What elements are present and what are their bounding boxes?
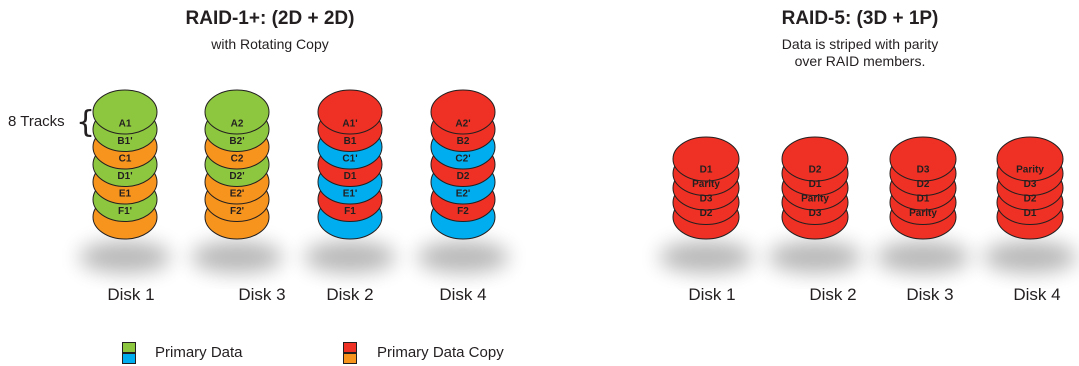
- raid1-disk-3-layer-label-3: C1': [342, 154, 357, 165]
- raid5-disk-4-layer-label-3: D2: [1024, 194, 1037, 205]
- raid5-disk-3-layer-label-4: Parity: [909, 208, 937, 219]
- raid1-title: RAID-1+: (2D + 2D): [185, 8, 355, 29]
- legend-primary-data-copy: Primary Data Copy: [377, 344, 504, 361]
- raid1-disk-3-layer-label-4: D1: [344, 171, 357, 182]
- raid1-disk-2-top: [204, 89, 270, 135]
- raid1-disk-1-layer-label-4: D1': [117, 171, 132, 182]
- raid5-disk-2-layer-label-1: D2: [809, 165, 822, 176]
- raid5-disk-4-layer-label-1: Parity: [1016, 165, 1044, 176]
- raid5-disk-2-layer-label-2: D1: [809, 179, 822, 190]
- raid5-disk-4-top: [996, 136, 1064, 182]
- raid1-disk-2-layer-label-4: D2': [229, 171, 244, 182]
- raid1-disk-2-layer-label-6: F2': [230, 206, 244, 217]
- raid5-disk-2-shadow: [768, 241, 862, 273]
- raid5-disk-4-layer-label-4: D1: [1024, 208, 1037, 219]
- raid5-disk-3-top: [889, 136, 957, 182]
- raid1-disk-1-layer-label-5: E1: [119, 189, 132, 200]
- raid1-disk-4-layer-label-1: A2': [455, 119, 470, 130]
- raid1-disk-1-layer-label-3: C1: [119, 154, 132, 165]
- raid1-disk-3-layer-label-2: B1: [344, 136, 357, 147]
- raid1-disk-4-layer-label-4: D2: [457, 171, 470, 182]
- raid1-disk-label-2: Disk 3: [238, 285, 286, 304]
- raid5-disk-3-layer-label-3: D1: [917, 194, 930, 205]
- raid1-disk-label-4: Disk 4: [439, 285, 487, 304]
- raid1-disk-3-layer-label-1: A1': [342, 119, 357, 130]
- raid1-disk-1-layer-label-6: F1': [118, 206, 132, 217]
- raid5-disk-2-layer-label-4: D3: [809, 208, 822, 219]
- raid5-disk-label-2: Disk 2: [809, 285, 857, 304]
- raid5-subtitle-line1: Data is striped with parity: [781, 36, 939, 52]
- raid5-disk-3-layer-label-2: D2: [917, 179, 930, 190]
- raid1-disk-label-1: Disk 1: [107, 285, 155, 304]
- raid5-disk-3-shadow: [876, 241, 970, 273]
- legend-swatch-copy-top: [343, 342, 357, 353]
- raid5-disk-1-layer-label-2: Parity: [692, 179, 720, 190]
- raid1-disk-4-layer-label-2: B2: [457, 136, 470, 147]
- raid1-disk-4-layer-label-6: F2: [457, 206, 469, 217]
- raid5-disk-2-top: [781, 136, 849, 182]
- raid1-disk-1-layer-label-2: B1': [117, 136, 132, 147]
- legend-swatch-copy-bottom: [343, 353, 357, 364]
- raid5-disk-1-layer-label-1: D1: [700, 165, 713, 176]
- raid1-disk-2-shadow: [191, 241, 283, 273]
- raid5-disk-label-1: Disk 1: [688, 285, 736, 304]
- tracks-label: 8 Tracks: [8, 113, 65, 130]
- raid1-disk-4-shadow: [417, 241, 509, 273]
- raid5-title: RAID-5: (3D + 1P): [781, 8, 939, 29]
- raid5-disk-4-layer-label-2: D3: [1024, 179, 1037, 190]
- raid1-disk-3-layer-label-6: F1: [344, 206, 356, 217]
- raid1-disk-4-layer-label-3: C2': [455, 154, 470, 165]
- raid1-disk-4-top: [430, 89, 496, 135]
- legend-primary-data: Primary Data: [155, 344, 243, 361]
- raid5-disk-label-4: Disk 4: [1013, 285, 1061, 304]
- raid1-disk-2-layer-label-5: E2': [230, 189, 245, 200]
- raid1-disk-label-3: Disk 2: [326, 285, 374, 304]
- raid1-disk-3-layer-label-5: E1': [343, 189, 358, 200]
- raid5-disk-1-top: [672, 136, 740, 182]
- raid1-disk-4-layer-label-5: E2': [456, 189, 471, 200]
- raid5-disk-2-layer-label-3: Parity: [801, 194, 829, 205]
- raid5-disk-4-shadow: [983, 241, 1077, 273]
- legend-swatch-primary-top: [122, 342, 136, 353]
- raid1-disk-1-shadow: [79, 241, 171, 273]
- legend-swatch-primary-bottom: [122, 353, 136, 364]
- raid5-disk-1-shadow: [659, 241, 753, 273]
- raid1-disk-2-layer-label-2: B2': [229, 136, 244, 147]
- raid5-disk-label-3: Disk 3: [906, 285, 954, 304]
- raid1-disk-2-layer-label-1: A2: [231, 119, 244, 130]
- raid5-disk-3-layer-label-1: D3: [917, 165, 930, 176]
- raid1-disk-1-top: [92, 89, 158, 135]
- raid1-disk-2-layer-label-3: C2: [231, 154, 244, 165]
- raid1-subtitle: with Rotating Copy: [211, 36, 329, 52]
- raid1-disk-3-shadow: [304, 241, 396, 273]
- tracks-brace-icon: {: [76, 105, 96, 140]
- raid1-disk-3-top: [317, 89, 383, 135]
- raid5-subtitle-line2: over RAID members.: [794, 53, 926, 69]
- raid1-disk-1-layer-label-1: A1: [119, 119, 132, 130]
- raid5-disk-1-layer-label-4: D2: [700, 208, 713, 219]
- raid5-disk-1-layer-label-3: D3: [700, 194, 713, 205]
